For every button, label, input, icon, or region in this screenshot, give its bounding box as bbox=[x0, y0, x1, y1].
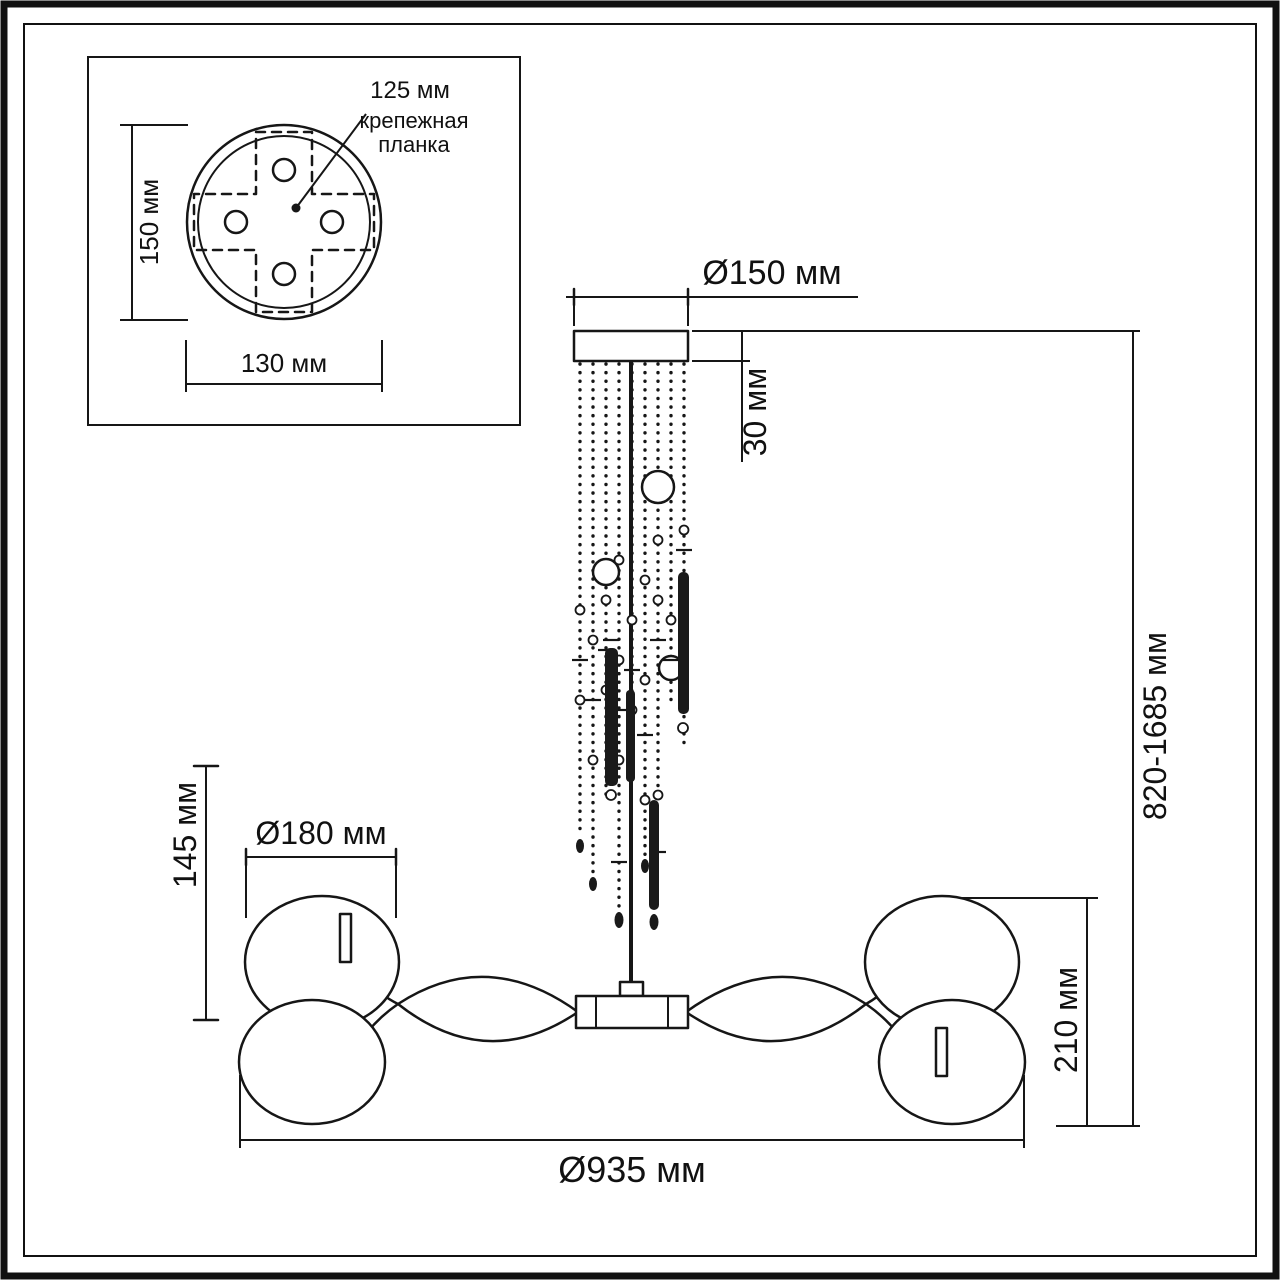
lamp-stem-left bbox=[338, 912, 353, 964]
crystal-rods bbox=[605, 572, 689, 910]
crystal-ball bbox=[591, 557, 621, 587]
dim-overall-height: 820-1685 мм bbox=[692, 330, 1173, 1127]
hub bbox=[574, 980, 690, 1030]
dim-label-130: 130 мм bbox=[241, 348, 327, 378]
inset-mounting-plate: 125 мм крепежная планка 150 мм 130 мм bbox=[87, 56, 521, 426]
crystal-decor bbox=[572, 469, 692, 930]
hub-collar bbox=[618, 980, 645, 998]
dim-stem-height: 145 мм bbox=[167, 764, 220, 1022]
leader-line bbox=[295, 113, 367, 209]
lamp-stem-right bbox=[934, 1026, 949, 1078]
dim-label-body-height: 210 мм bbox=[1048, 967, 1084, 1073]
lamp-sphere-lower-left bbox=[237, 998, 387, 1126]
dim-overall-width: Ø935 мм bbox=[239, 1075, 1025, 1190]
crystal-beads bbox=[574, 524, 690, 806]
dim-canopy-diameter: Ø150 мм bbox=[566, 254, 858, 326]
hub-body bbox=[574, 994, 690, 1030]
dim-shade-diameter: Ø180 мм bbox=[244, 815, 398, 918]
dim-label-canopy-diameter: Ø150 мм bbox=[702, 254, 841, 292]
mounting-hole bbox=[223, 209, 249, 235]
canopy bbox=[572, 329, 690, 363]
dim-label-overall-height: 820-1685 мм bbox=[1137, 632, 1173, 820]
mounting-hole bbox=[271, 157, 297, 183]
crystal-ball bbox=[640, 469, 676, 505]
plate-inner-circle bbox=[197, 135, 371, 309]
plate-outer-circle bbox=[185, 123, 383, 321]
dim-plate-height: 150 мм bbox=[120, 124, 188, 321]
crystal-drops bbox=[576, 839, 659, 930]
dim-label-125: 125 мм bbox=[370, 77, 450, 104]
inset-border bbox=[87, 56, 521, 426]
dim-canopy-height: 30 мм bbox=[692, 330, 773, 462]
dim-label-150: 150 мм bbox=[134, 179, 164, 265]
dim-label-canopy-height: 30 мм bbox=[737, 368, 773, 456]
dim-label-shade-diameter: Ø180 мм bbox=[255, 815, 386, 851]
lamp-sphere-lower-right bbox=[877, 998, 1027, 1126]
dim-body-height: 210 мм bbox=[962, 897, 1098, 1126]
mounting-plate-label-line2: планка bbox=[378, 132, 450, 157]
dim-label-stem-height: 145 мм bbox=[167, 782, 203, 888]
dim-plate-width: 130 мм bbox=[185, 340, 383, 392]
mounting-hole bbox=[271, 261, 297, 287]
mounting-plate-label-line1: крепежная bbox=[359, 108, 468, 133]
dim-label-overall-width: Ø935 мм bbox=[558, 1149, 706, 1190]
mounting-hole bbox=[319, 209, 345, 235]
plate-cross bbox=[192, 130, 376, 314]
